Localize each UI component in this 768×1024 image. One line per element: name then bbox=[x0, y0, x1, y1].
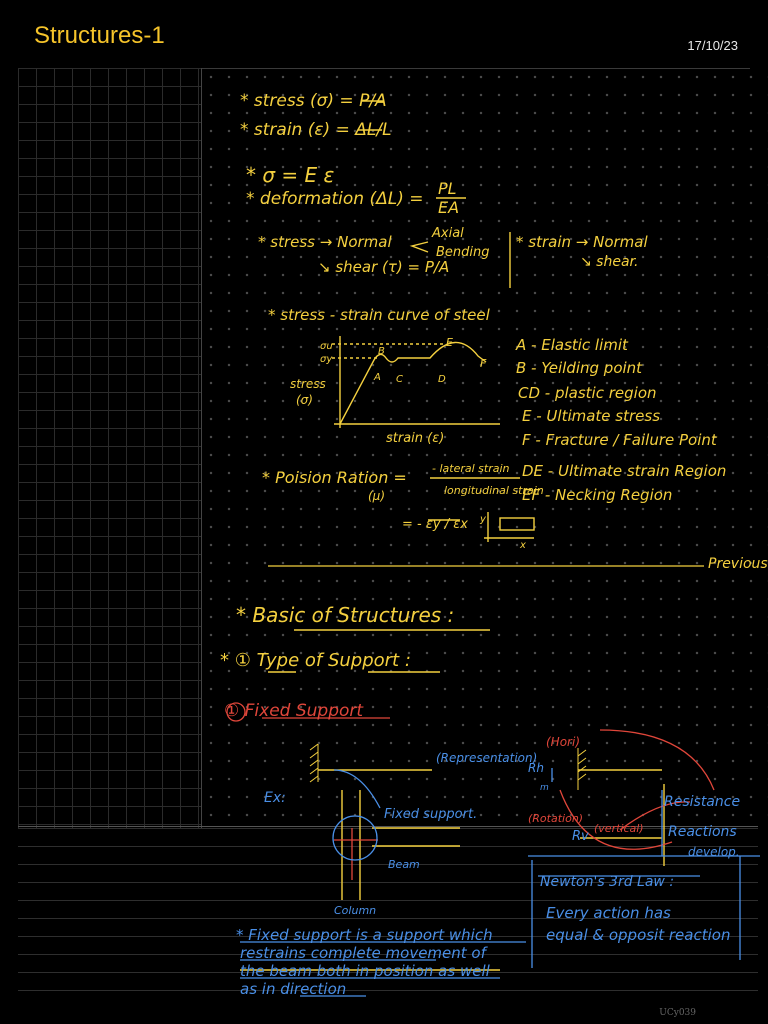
rotation-label: (Rotation) bbox=[528, 812, 583, 825]
fixed-support-title: ① Fixed Support bbox=[224, 701, 364, 721]
previous-label[interactable]: Previous. bbox=[708, 556, 768, 572]
point-label: σy bbox=[320, 354, 333, 365]
yellow-strokes bbox=[240, 100, 704, 971]
poisson-equation: = - εy / εx bbox=[402, 517, 468, 532]
section-subheading: * ① Type of Support : bbox=[220, 650, 411, 671]
point-label: D bbox=[438, 374, 446, 385]
definition-line-4: as in direction bbox=[240, 980, 346, 998]
deformation-lhs: * deformation (ΔL) = bbox=[246, 189, 424, 209]
stress-formula: * stress (σ) = P/A bbox=[240, 91, 387, 111]
definition-line-2: restrains complete movement of bbox=[240, 944, 489, 962]
page-id: UCy039 bbox=[659, 1008, 696, 1018]
rv-label: Rv bbox=[572, 829, 589, 844]
dot-paper-area bbox=[202, 68, 768, 828]
note-date: 17/10/23 bbox=[687, 38, 738, 53]
section-heading: * Basic of Structures : bbox=[236, 603, 454, 627]
point-label: A bbox=[373, 372, 381, 383]
axis-x-label: x bbox=[519, 540, 526, 551]
poisson-mu: (μ) bbox=[368, 489, 385, 503]
resistance-label: Resistance bbox=[664, 794, 740, 810]
newton-line-2: equal & opposit reaction bbox=[546, 926, 730, 944]
yellow-notes: * stress (σ) = P/A * strain (ε) = ΔL/L *… bbox=[220, 91, 768, 671]
column-label: Column bbox=[334, 904, 376, 917]
legend-item: EF - Necking Region bbox=[522, 486, 672, 504]
deformation-denominator: EA bbox=[438, 198, 459, 217]
poisson-numerator: - lateral strain bbox=[432, 462, 510, 475]
representation-label: (Representation) bbox=[436, 751, 537, 765]
point-label: E bbox=[446, 336, 453, 349]
legend-item: A - Elastic limit bbox=[515, 336, 629, 354]
m-label: m bbox=[540, 783, 549, 793]
shear-stress: ↘ shear (τ) = P/A bbox=[318, 258, 449, 276]
strain-formula: * strain (ε) = ΔL/L bbox=[240, 120, 392, 140]
area-separator bbox=[201, 68, 202, 828]
curve-stress-label: stress bbox=[290, 377, 326, 391]
develop-label: develop. bbox=[688, 845, 740, 859]
red-strokes bbox=[226, 702, 715, 880]
legend-item: CD - plastic region bbox=[518, 384, 657, 402]
definition-line-3: the beam both in position as well bbox=[240, 962, 491, 980]
legend-item: DE - Ultimate strain Region bbox=[522, 462, 726, 480]
poisson-denominator: longitudinal strain bbox=[444, 484, 544, 497]
poisson-lhs: * Poision Ration = bbox=[262, 468, 407, 487]
vertical-label: (vertical) bbox=[594, 822, 644, 835]
curve-title: * stress - strain curve of steel bbox=[268, 306, 491, 324]
point-label: B bbox=[378, 346, 385, 357]
blue-strokes bbox=[240, 768, 760, 997]
newton-title: Newton's 3rd Law : bbox=[540, 874, 674, 890]
fixed-wall-hatch bbox=[309, 743, 587, 790]
curve-sigma-label: (σ) bbox=[296, 393, 313, 407]
hori-label: (Hori) bbox=[546, 735, 580, 749]
rh-label: Rh bbox=[528, 761, 544, 775]
deformation-numerator: PL bbox=[438, 179, 457, 198]
legend-item: F - Fracture / Failure Point bbox=[522, 431, 718, 449]
point-label: σu bbox=[320, 341, 333, 352]
curve-strain-label: strain (ε) bbox=[386, 431, 444, 446]
reactions-label: Reactions bbox=[668, 824, 737, 840]
red-notes: ① Fixed Support (Hori) (Rotation) (verti… bbox=[224, 701, 644, 835]
grid-paper-area bbox=[18, 68, 202, 828]
strain-types: * strain → Normal bbox=[516, 233, 648, 251]
stress-types: * stress → Normal bbox=[258, 233, 392, 251]
fixed-support-label: Fixed support. bbox=[384, 807, 477, 822]
legend-item: B - Yeilding point bbox=[516, 359, 643, 377]
lined-paper-area bbox=[18, 828, 758, 1004]
example-label: Ex: bbox=[264, 790, 286, 806]
strain-shear: ↘ shear. bbox=[580, 254, 638, 270]
note-title[interactable]: Structures-1 bbox=[34, 22, 165, 49]
bending-label: Bending bbox=[436, 245, 490, 260]
point-label: F bbox=[480, 357, 487, 370]
hooke-law: * σ = E ε bbox=[246, 163, 335, 187]
area-separator-horizontal bbox=[18, 826, 758, 827]
beam-label: Beam bbox=[388, 858, 420, 871]
newton-line-1: Every action has bbox=[546, 904, 671, 922]
point-label: C bbox=[396, 374, 403, 385]
legend-item: E - Ultimate stress bbox=[522, 407, 660, 425]
definition-line-1: * Fixed support is a support which bbox=[236, 926, 493, 944]
axial-label: Axial bbox=[431, 226, 464, 241]
axis-y-label: y bbox=[479, 514, 487, 525]
